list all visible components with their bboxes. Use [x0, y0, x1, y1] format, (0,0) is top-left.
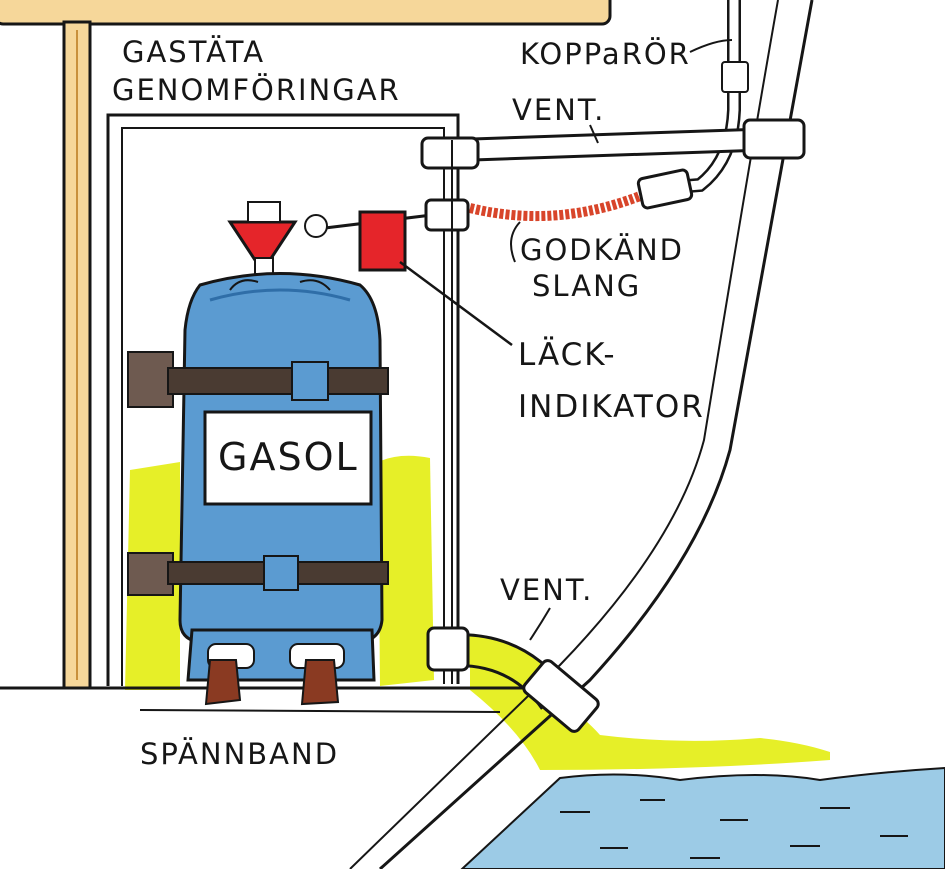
through-hull-fitting — [522, 659, 600, 733]
cylinder-valve — [227, 220, 298, 262]
vent-top-leader — [589, 124, 599, 144]
leak-indicator-leader — [399, 260, 513, 347]
label-vent-bottom: VENT. — [500, 573, 594, 607]
locker-frame — [106, 113, 460, 686]
water — [460, 766, 945, 869]
label-spannband: SPÄNNBAND — [140, 737, 340, 771]
wall-bracket-lower — [127, 552, 174, 596]
label-kopparor: KOPPaRÖR — [520, 37, 691, 71]
yellow-drain — [470, 660, 830, 770]
upper-vent-fitting — [742, 118, 806, 160]
bulkhead-fitting — [424, 198, 470, 232]
strap-upper — [167, 367, 389, 395]
label-indikator: INDIKATOR — [518, 389, 705, 425]
label-godkand: GODKÄND — [520, 233, 684, 267]
label-slang: SLANG — [532, 269, 642, 303]
pipe-fitting-top — [721, 61, 749, 93]
hull-inner — [349, 0, 779, 869]
vent-bottom-leader — [529, 607, 551, 641]
label-vent-top: VENT. — [512, 93, 606, 127]
foot-left — [204, 659, 242, 706]
gasol-plate — [203, 410, 373, 506]
leak-indicator — [358, 210, 407, 272]
foot-right — [300, 659, 340, 706]
label-lack: LÄCK- — [518, 337, 617, 373]
red-hose — [468, 187, 652, 222]
top-shelf — [0, 0, 612, 26]
kopparor-leader — [689, 39, 733, 53]
label-gasol: GASOL — [218, 435, 359, 479]
lower-vent-fitting — [426, 626, 470, 672]
label-gastata: GASTÄTA — [122, 35, 266, 69]
yellow-area-right — [378, 455, 434, 686]
godkand-leader — [510, 221, 521, 263]
hose-coupling — [636, 168, 694, 210]
hull-outer — [378, 0, 814, 869]
label-genomforingar: GENOMFÖRINGAR — [112, 73, 401, 107]
wall-bracket-upper — [127, 351, 174, 408]
